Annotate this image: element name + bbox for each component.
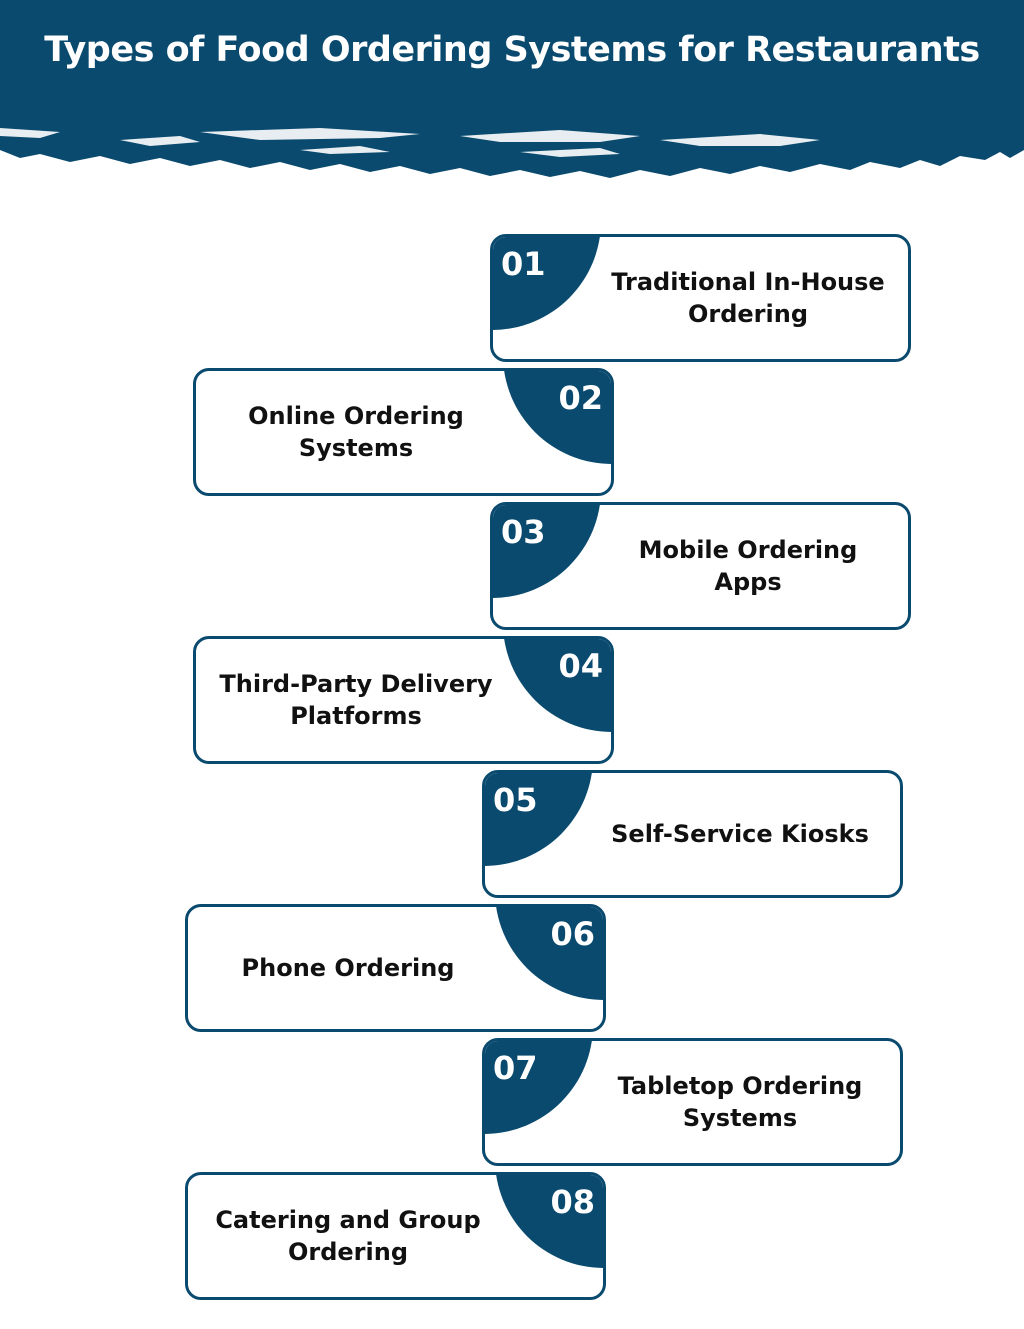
step-01-label: Traditional In-House Ordering [611,267,885,328]
step-01-card: 01 Traditional In-House Ordering [490,234,911,362]
step-03-number: 03 [501,513,546,551]
step-04-label: Third-Party Delivery Platforms [219,669,493,730]
step-02-number: 02 [558,379,603,417]
brush-stroke-background [0,0,1024,178]
step-07-card: 07 Tabletop Ordering Systems [482,1038,903,1166]
step-06-label: Phone Ordering [241,953,455,982]
step-05-label: Self-Service Kiosks [611,819,869,848]
step-08-number: 08 [550,1183,595,1221]
page-title: Types of Food Ordering Systems for Resta… [44,30,980,70]
step-06-number: 06 [550,915,595,953]
step-08-card: 08 Catering and Group Ordering [185,1172,606,1300]
step-03-card: 03 Mobile Ordering Apps [490,502,911,630]
step-05-card: 05 Self-Service Kiosks [482,770,903,898]
step-06-card: 06 Phone Ordering [185,904,606,1032]
header-banner [0,0,1024,200]
step-05-number: 05 [493,781,538,819]
step-03-label: Mobile Ordering Apps [638,535,858,596]
step-02-card: 02 Online Ordering Systems [193,368,614,496]
step-04-card: 04 Third-Party Delivery Platforms [193,636,614,764]
step-01-number: 01 [501,245,546,283]
step-02-label: Online Ordering Systems [248,401,464,462]
step-07-label: Tabletop Ordering Systems [617,1071,863,1132]
step-08-label: Catering and Group Ordering [215,1205,481,1266]
step-04-number: 04 [558,647,603,685]
step-07-number: 07 [493,1049,538,1087]
